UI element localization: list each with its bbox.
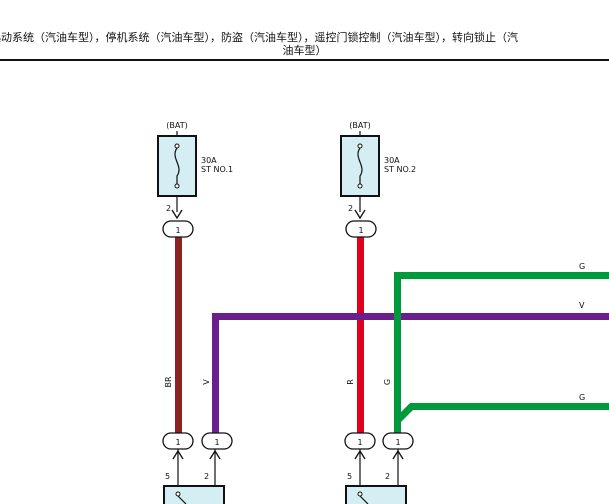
bottom-connector-br: 1 5 — [162, 432, 194, 486]
fuse1-rating: 30A — [201, 156, 217, 165]
fuse1-connector — [162, 220, 194, 238]
wire-g-upper-horizontal — [394, 272, 609, 279]
fuse2-pin: 2 — [348, 204, 353, 213]
wire-g-lower-right-label: G — [579, 393, 585, 402]
fuse2-connector-label: 1 — [358, 226, 363, 235]
wire-g-lower-horizontal — [410, 403, 609, 410]
bottom-connector-label: 1 — [175, 438, 180, 447]
fuse1-connector-label: 1 — [175, 226, 180, 235]
bottom-connector-pin: 5 — [165, 472, 170, 481]
fuse2-connector — [345, 220, 377, 238]
fuse2-icon — [357, 143, 363, 189]
wire-g-label: G — [383, 379, 392, 385]
wire-v-vertical — [212, 313, 219, 433]
bottom-connector-pin: 2 — [385, 472, 390, 481]
fuse1-name: ST NO.1 — [201, 165, 233, 174]
fuse2-supply-label: (BAT) — [349, 121, 370, 130]
wire-v-horizontal — [212, 313, 609, 320]
wire-v-right-label: V — [579, 301, 585, 310]
component-right-partial — [345, 485, 407, 504]
fuse1-icon — [174, 143, 180, 189]
fuse1-supply-label: (BAT) — [166, 121, 187, 130]
component-left-partial — [163, 485, 225, 504]
wire-g-upper-right-label: G — [579, 262, 585, 271]
bottom-connector-label: 1 — [214, 438, 219, 447]
fuse2-rating: 30A — [384, 156, 400, 165]
title-line-2: 油车型） — [282, 44, 327, 57]
wire-g-vertical — [394, 272, 401, 433]
wire-g-lower-bend — [395, 403, 415, 423]
wire-r — [357, 237, 364, 433]
bottom-connector-label: 1 — [395, 438, 400, 447]
header-divider — [0, 59, 609, 61]
title-line-1: 起动系统（汽油车型），停机系统（汽油车型），防盗（汽油车型），遥控门锁控制（汽油… — [0, 31, 518, 44]
bottom-connector-r: 1 5 — [344, 432, 376, 486]
bottom-connector-label: 1 — [357, 438, 362, 447]
wire-r-label: R — [346, 379, 355, 385]
bottom-connector-g: 1 2 — [382, 432, 414, 504]
wire-br-label: BR — [164, 376, 173, 387]
bottom-connector-pin: 2 — [204, 472, 209, 481]
wire-br — [175, 237, 182, 433]
wire-v-label: V — [202, 379, 211, 385]
bottom-connector-pin: 5 — [347, 472, 352, 481]
fuse1-pin: 2 — [166, 204, 171, 213]
fuse2-name: ST NO.2 — [384, 165, 416, 174]
